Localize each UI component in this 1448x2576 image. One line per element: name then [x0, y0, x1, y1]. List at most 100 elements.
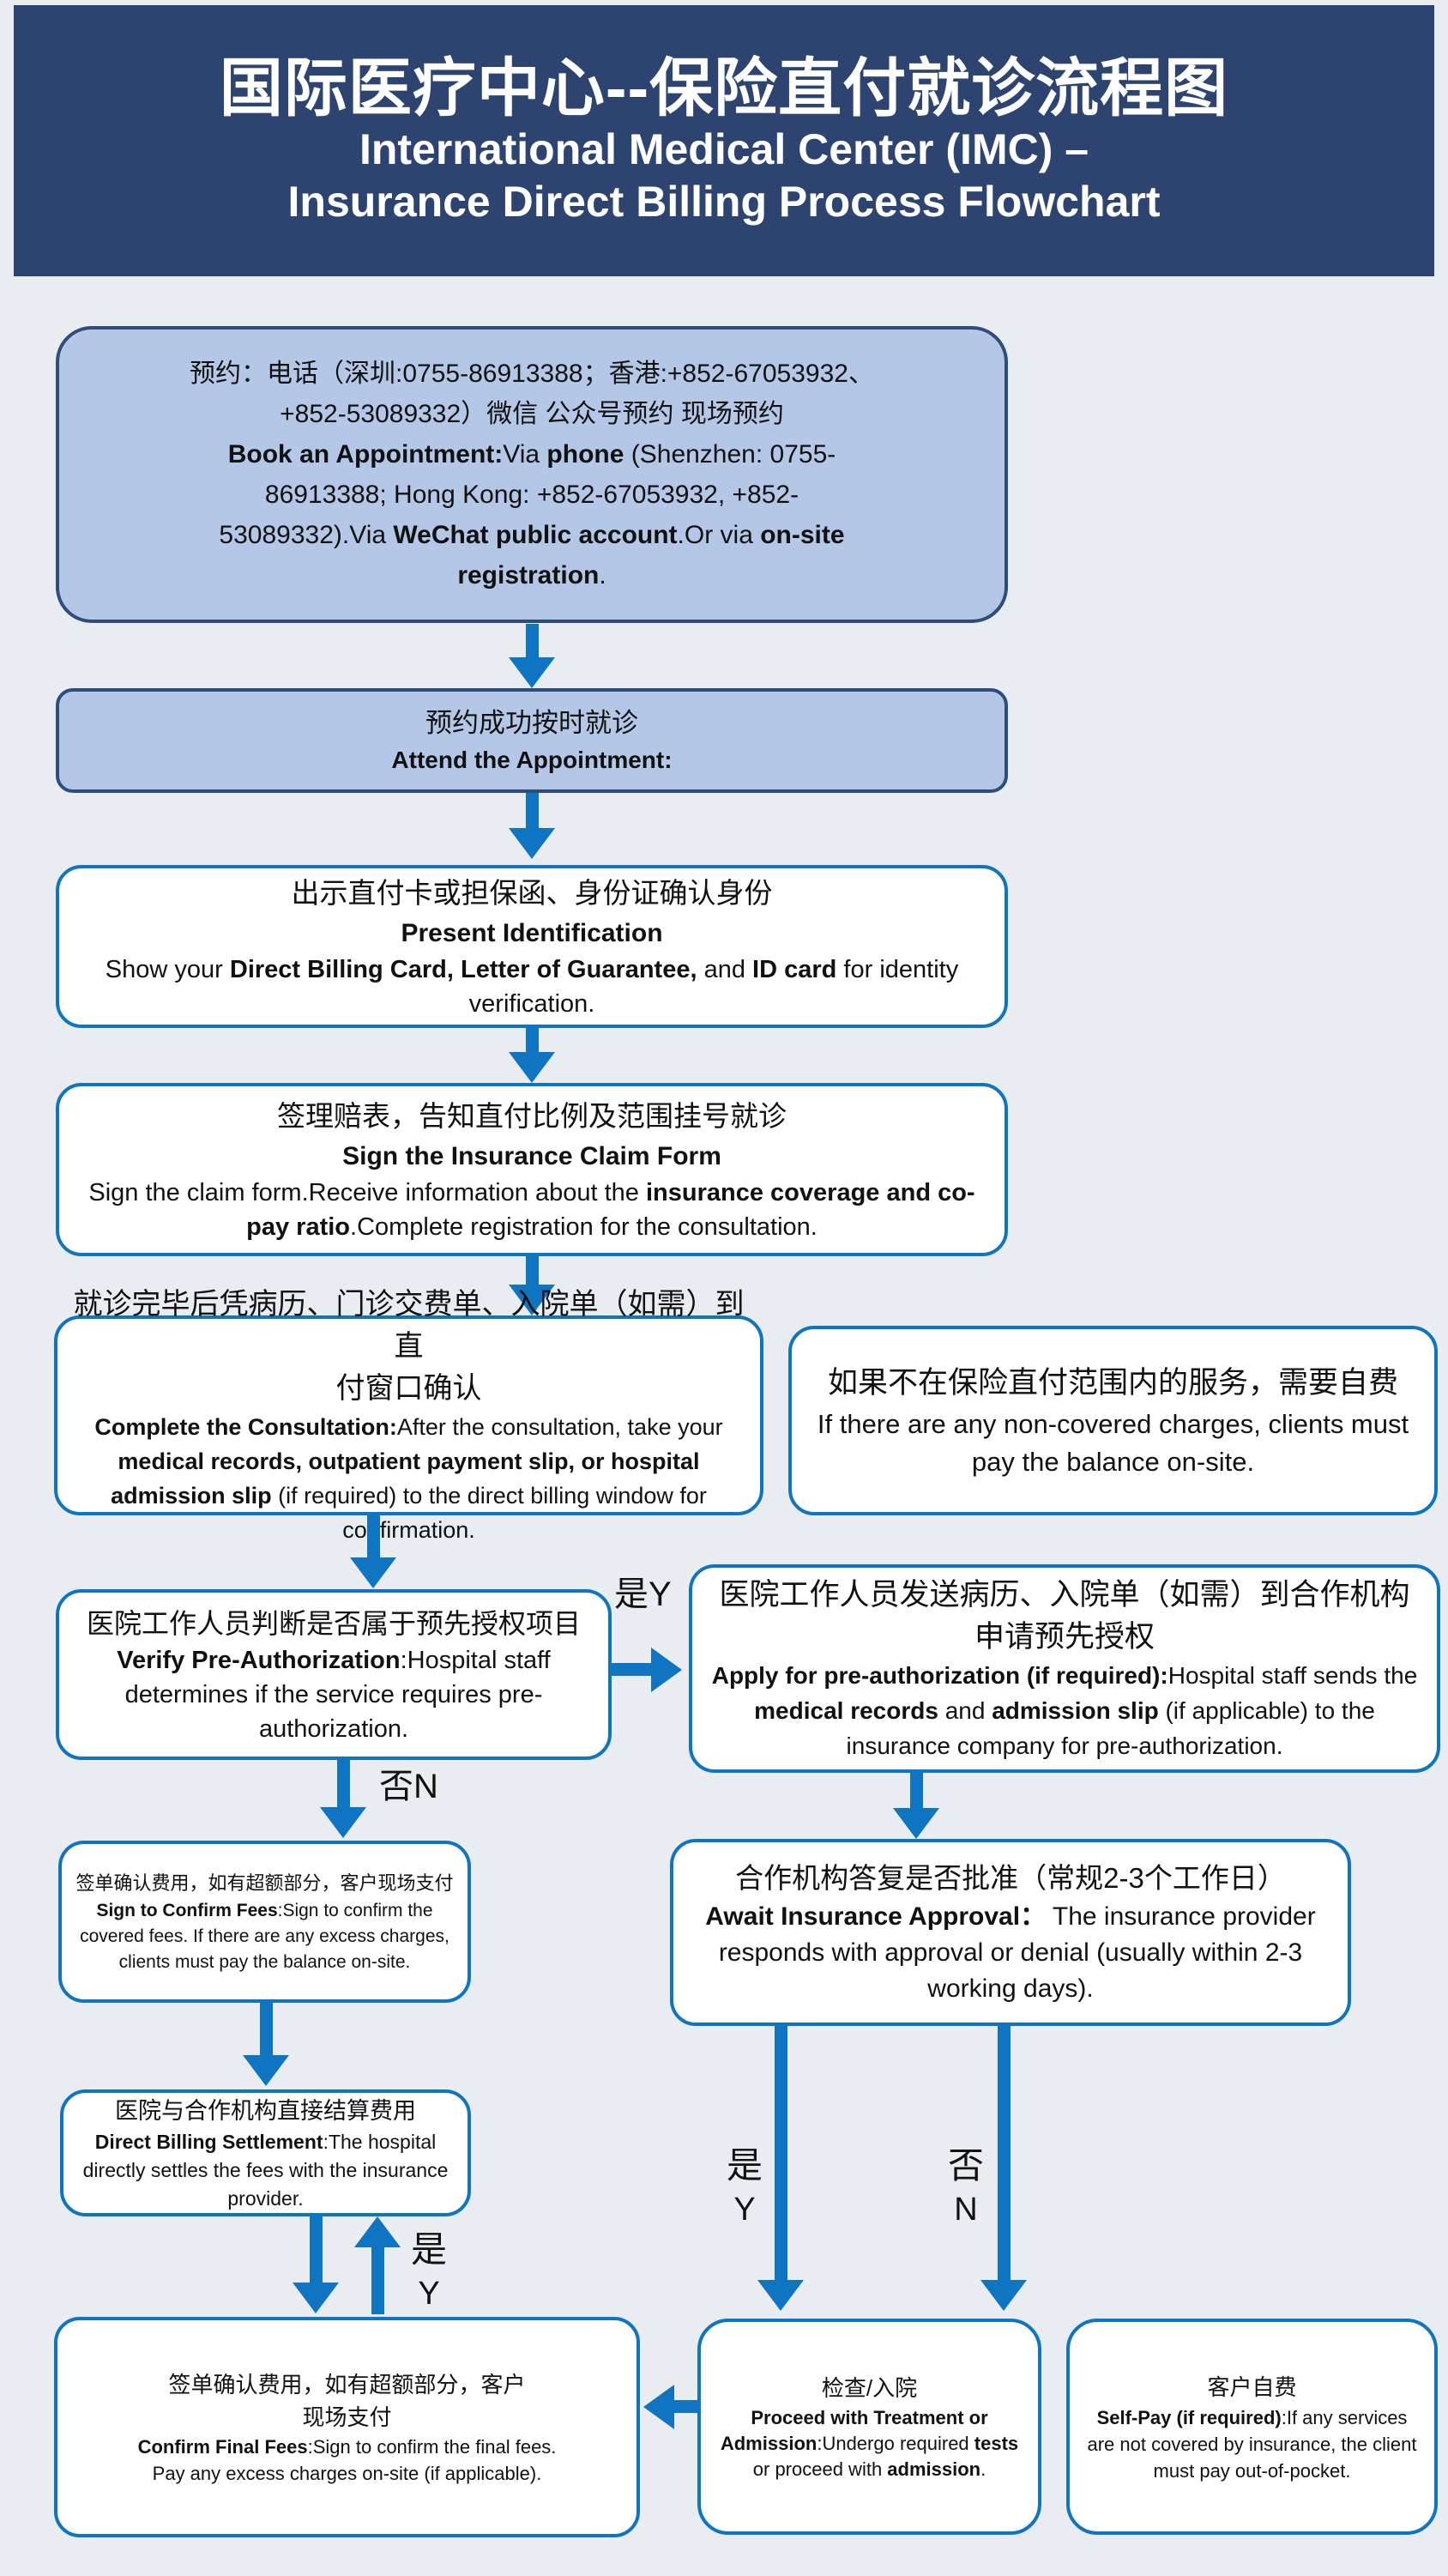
node-text-zh: 现场支付: [302, 2404, 392, 2430]
text-run: :Sign to confirm the covered fees. If th…: [80, 1900, 449, 1972]
node-text-en: Complete the Consultation:After the cons…: [68, 1410, 750, 1547]
arrow-identification-claim-shaft: [526, 1027, 539, 1053]
arrow-confirmfinal-settlement-shaft: [371, 2246, 384, 2314]
label-yes-zh: 是: [726, 2145, 763, 2186]
node-text-zh: 付窗口确认: [335, 1372, 482, 1405]
arrow-attend-identification-head: [509, 828, 555, 859]
text-run: After the consultation, take your: [396, 1414, 723, 1440]
arrow-signfees-settlement-head: [243, 2055, 289, 2086]
label-denied-branch: 否 N: [940, 2144, 992, 2231]
arrow-settlement-confirmfinal-shaft: [310, 2216, 323, 2283]
page-title-zh: 国际医疗中心--保险直付就诊流程图: [219, 51, 1229, 124]
text-run: .Or via: [677, 521, 761, 549]
text-run: medical records, outpatient payment slip…: [111, 1448, 700, 1509]
arrow-identification-claim-head: [509, 1052, 555, 1083]
node-text-en: Apply for pre-authorization (if required…: [708, 1658, 1421, 1763]
text-run: for identity verification.: [468, 956, 959, 1018]
text-run: insurance coverage and co-pay ratio: [246, 1179, 975, 1241]
text-run: Direct Billing Settlement: [94, 2130, 323, 2153]
node-text-en: Confirm Final Fees:Sign to confirm the f…: [138, 2434, 557, 2460]
text-run: 预约：电话（深圳:0755-86913388；香港:+852-67053932、: [190, 360, 874, 388]
text-run: on-site: [760, 521, 845, 549]
node-text-en: Attend the Appointment:: [391, 747, 673, 773]
text-run: Verify Pre-Authorization: [117, 1646, 401, 1674]
text-run: Proceed with Treatment or Admission: [720, 2407, 988, 2454]
text-run: and: [697, 956, 753, 983]
text-run: Book an Appointment:: [227, 440, 504, 469]
node-text-zh: +852-53089332）微信 公众号预约 现场预约: [280, 394, 784, 434]
label-no-branch: 否N: [379, 1768, 438, 1805]
text-run: or proceed with: [752, 2458, 888, 2480]
text-run: (Shenzhen: 0755-: [624, 440, 836, 469]
arrow-verify-signfees-shaft: [337, 1760, 350, 1808]
node-text-en: Direct Billing Settlement:The hospital d…: [75, 2128, 456, 2213]
node-text-en: 86913388; Hong Kong: +852-67053932, +852…: [264, 481, 799, 509]
arrow-verify-signfees-head: [320, 1807, 366, 1838]
text-run: +852-53089332）微信 公众号预约 现场预约: [280, 400, 784, 428]
node-text-zh: 预约：电话（深圳:0755-86913388；香港:+852-67053932、: [190, 354, 874, 394]
label-no-en: N: [954, 2192, 978, 2228]
node-text-zh: 出示直付卡或担保函、身份证确认身份: [291, 877, 773, 909]
label-no-zh: 否: [947, 2145, 984, 2186]
node-book-appointment: 预约：电话（深圳:0755-86913388；香港:+852-67053932、…: [56, 326, 1008, 623]
text-run: admission slip: [992, 1697, 1159, 1724]
node-present-identification: 出示直付卡或担保函、身份证确认身份 Present Identification…: [56, 865, 1008, 1028]
node-text-en: Show your Direct Billing Card, Letter of…: [76, 952, 987, 1021]
node-await-insurance-approval: 合作机构答复是否批准（常规2-3个工作日） Await Insurance Ap…: [670, 1839, 1351, 2026]
node-text-zh: 合作机构答复是否批准（常规2-3个工作日）: [735, 1862, 1286, 1894]
text-run: Via: [503, 440, 547, 469]
text-run: 53089332).Via: [219, 521, 394, 549]
text-run: phone: [546, 440, 624, 469]
text-run: and: [938, 1697, 992, 1724]
node-sign-confirm-fees: 签单确认费用，如有超额部分，客户现场支付 Sign to Confirm Fee…: [58, 1841, 471, 2003]
arrow-signfees-settlement-shaft: [260, 2003, 273, 2056]
arrow-verify-apply-head: [651, 1648, 682, 1692]
text-run: admission: [887, 2458, 981, 2480]
node-apply-preauthorization: 医院工作人员发送病历、入院单（如需）到合作机构 申请预先授权 Apply for…: [689, 1564, 1440, 1773]
page-title-en-line2: Insurance Direct Billing Process Flowcha…: [287, 178, 1161, 227]
label-approved-branch: 是 Y: [719, 2144, 770, 2231]
node-proceed-treatment: 检查/入院 Proceed with Treatment or Admissio…: [697, 2319, 1041, 2535]
text-run: Show your: [105, 956, 230, 983]
node-title-en: Present Identification: [401, 919, 663, 947]
text-run: ID card: [752, 956, 837, 983]
text-run: .: [599, 561, 606, 590]
text-run: The insurance provider responds with app…: [718, 1902, 1316, 2003]
text-run: Complete the Consultation:: [94, 1414, 397, 1440]
node-text-en: If there are any non-covered charges, cl…: [817, 1408, 1409, 1477]
text-run: :The hospital directly settles the fees …: [82, 2130, 449, 2210]
text-run: tests: [974, 2433, 1019, 2454]
text-run: WeChat public account: [393, 521, 678, 549]
node-text-en: Verify Pre-Authorization:Hospital staff …: [66, 1643, 601, 1746]
text-run: Apply for pre-authorization (if required…: [711, 1662, 1168, 1689]
node-text-en: Sign to Confirm Fees:Sign to confirm the…: [74, 1898, 456, 1975]
label-yes-en: Y: [733, 2192, 756, 2228]
node-title-en: Sign the Insurance Claim Form: [342, 1142, 721, 1170]
node-text-en: Self-Pay (if required):If any services a…: [1085, 2404, 1419, 2484]
node-text-zh: 客户自费: [1207, 2373, 1297, 2400]
node-complete-consultation: 就诊完毕后凭病历、门诊交费单、入院单（如需）到直 付窗口确认 Complete …: [54, 1288, 763, 1543]
node-direct-billing-settlement: 医院与合作机构直接结算费用 Direct Billing Settlement:…: [60, 2089, 471, 2216]
text-run: Direct Billing Card, Letter of Guarantee…: [229, 956, 697, 983]
text-run: (if required) to the direct billing wind…: [271, 1483, 707, 1543]
text-run: Await Insurance Approval：: [705, 1902, 1047, 1931]
node-verify-preauthorization: 医院工作人员判断是否属于预先授权项目 Verify Pre-Authorizat…: [56, 1589, 612, 1760]
node-noncovered-charges: 如果不在保险直付范围内的服务，需要自费 If there are any non…: [788, 1326, 1438, 1515]
arrow-confirmfinal-settlement-head: [354, 2216, 401, 2247]
text-run: Confirm Final Fees: [137, 2435, 308, 2458]
arrow-consult-verify-head: [350, 1557, 396, 1588]
node-confirm-final-fees: 签单确认费用，如有超额部分，客户 现场支付 Confirm Final Fees…: [54, 2317, 640, 2537]
node-text-en: registration.: [457, 555, 606, 596]
arrow-attend-identification-shaft: [526, 793, 539, 829]
arrow-consult-verify-shaft: [367, 1515, 380, 1558]
arrow-await-selfpay-head: [980, 2280, 1027, 2311]
node-text-en: 53089332).Via WeChat public account.Or v…: [219, 515, 844, 555]
text-run: Self-Pay (if required): [1096, 2406, 1282, 2428]
text-run: :Undergo required: [817, 2433, 974, 2454]
arrow-appointment-attend-head: [509, 657, 555, 688]
node-text-zh: 申请预先授权: [974, 1620, 1155, 1654]
node-text-zh: 签单确认费用，如有超额部分，客户: [168, 2371, 526, 2398]
text-run: Sign to Confirm Fees: [96, 1900, 278, 1920]
arrow-appointment-attend-shaft: [526, 624, 539, 658]
